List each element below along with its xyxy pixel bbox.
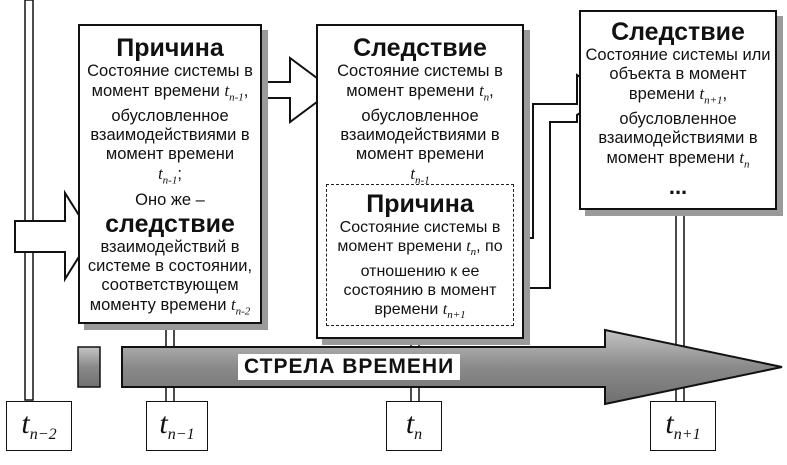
time-label-n-minus-2: tn−2 bbox=[6, 401, 72, 451]
effect-time-1: tn bbox=[479, 81, 490, 104]
effect-box bbox=[316, 24, 524, 339]
time-label-n-minus-1: tn−1 bbox=[146, 401, 208, 451]
effect-2-title: Следствие bbox=[611, 18, 745, 46]
inner-cause-desc-2: , по отношению к ее состоянию в момент в… bbox=[343, 238, 503, 319]
inner-time-2: tn+1 bbox=[442, 301, 466, 322]
time-label-n-plus-1: tn+1 bbox=[650, 401, 716, 451]
effect-title: Следствие bbox=[353, 34, 487, 62]
cause-time-1: tn-1 bbox=[224, 81, 244, 104]
effect-2-desc-2: , обусловленное взаимодействиями в момен… bbox=[598, 85, 758, 168]
effect-box-text: Следствие Состояние системы в момент вре… bbox=[320, 34, 520, 191]
effect-box-2-text: Следствие Состояние системы или объекта … bbox=[584, 18, 772, 199]
cause-time-3: tn-2 bbox=[231, 294, 251, 317]
cause-title: Причина bbox=[116, 34, 224, 62]
time-label-n: tn bbox=[386, 401, 442, 451]
cause-also: Оно же – bbox=[135, 190, 205, 209]
inner-cause-text: Причина Состояние системы в момент време… bbox=[330, 190, 510, 325]
inner-cause-desc-1: Состояние системы в момент времени bbox=[337, 219, 501, 255]
cause-desc-3: взаимодействий в системе в состоянии, со… bbox=[87, 237, 253, 314]
effect-time-2: tn-1 bbox=[410, 164, 430, 187]
effect-2-time-2: tn bbox=[739, 148, 750, 171]
cause-time-2: tn-1 bbox=[158, 164, 178, 187]
effect-box-2 bbox=[579, 10, 777, 210]
arrow-box1-to-box2 bbox=[261, 56, 335, 124]
cause-box-text: Причина Состояние системы в момент време… bbox=[82, 34, 258, 321]
effect-desc-1: Состояние системы в момент времени bbox=[337, 62, 503, 100]
time-arrow-label: СТРЕЛА ВРЕМЕНИ bbox=[238, 354, 461, 380]
inner-cause-box bbox=[326, 184, 514, 326]
inner-time-1: tn bbox=[466, 238, 477, 259]
cause-title-2: следствие bbox=[105, 209, 235, 238]
cause-box bbox=[78, 24, 262, 324]
effect-2-desc-1: Состояние системы или объекта в момент в… bbox=[585, 46, 771, 103]
effect-2-ellipsis: ... bbox=[668, 173, 688, 199]
cause-desc-2: , обусловленное взаимодействиями в момен… bbox=[90, 82, 250, 164]
effect-2-time-1: tn+1 bbox=[699, 84, 723, 107]
effect-desc-2: , обусловленное взаимодействиями в момен… bbox=[340, 82, 500, 164]
cause-desc-1: Состояние системы в момент времени bbox=[87, 62, 253, 100]
inner-cause-title: Причина bbox=[366, 190, 474, 218]
